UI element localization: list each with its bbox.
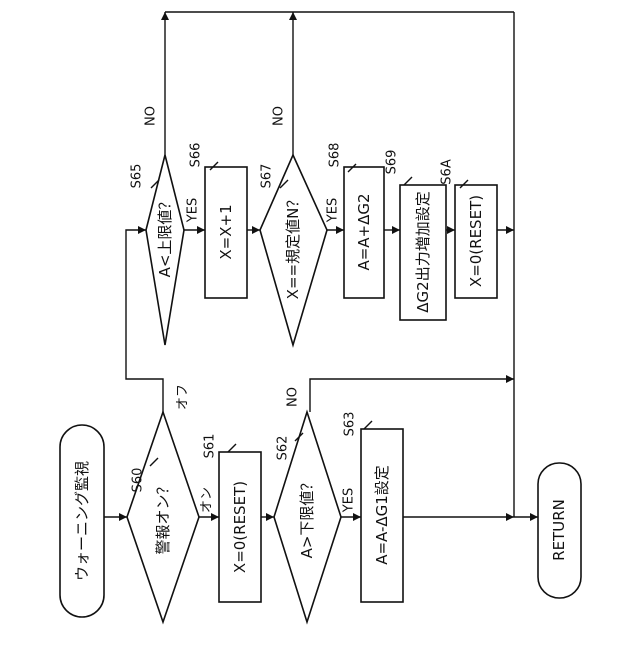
- leader: [364, 421, 372, 429]
- step-s69: S69: [385, 150, 400, 175]
- arrowhead: [506, 226, 514, 234]
- step-s65: S65: [130, 164, 145, 189]
- step-s60: S60: [131, 468, 146, 493]
- leader: [228, 444, 236, 452]
- arrowhead: [266, 513, 274, 521]
- g2-output-label: ΔG2出力増加設定: [414, 191, 432, 312]
- arrowhead: [289, 12, 297, 20]
- step-s62: S62: [276, 436, 291, 461]
- alarm-no-label: オフ: [176, 384, 191, 410]
- alarm-yes-label: オン: [200, 487, 215, 513]
- leader: [404, 177, 412, 185]
- spec-yes-label: YES: [326, 198, 341, 223]
- arrowhead: [392, 226, 400, 234]
- step-s63: S63: [343, 412, 358, 437]
- arrowhead: [506, 513, 514, 521]
- step-s68: S68: [328, 143, 343, 168]
- upper-yes-label: YES: [186, 198, 201, 223]
- arrowhead: [161, 12, 169, 20]
- arrowhead: [138, 226, 146, 234]
- upper-limit-label: A<上限値？: [156, 195, 174, 278]
- step-s6a: S6A: [440, 159, 455, 185]
- reset-last-label: X=0(RESET): [467, 195, 485, 287]
- return-label: RETURN: [550, 499, 568, 561]
- arrowhead: [530, 513, 538, 521]
- start-label: ウォーニング監視: [73, 461, 91, 581]
- arrowhead: [119, 513, 127, 521]
- step-s66: S66: [189, 143, 204, 168]
- increment-label: X=X+1: [217, 204, 235, 259]
- arrowhead: [211, 513, 219, 521]
- lower-yes-label: YES: [342, 488, 357, 513]
- arrowhead: [252, 226, 260, 234]
- arrowhead: [353, 513, 361, 521]
- arrowhead: [197, 226, 205, 234]
- upper-no-label: NO: [144, 106, 159, 126]
- spec-no-label: NO: [272, 106, 287, 126]
- arrowhead: [506, 375, 514, 383]
- spec-value-label: X==規定値N？: [284, 193, 302, 300]
- alarm-decision-label: 警報オン？: [154, 479, 172, 554]
- step-s61: S61: [203, 434, 218, 459]
- lower-no-label: NO: [286, 387, 301, 407]
- arrowhead: [336, 226, 344, 234]
- add-g2-label: A=A+ΔG2: [355, 193, 373, 270]
- step-s67: S67: [260, 164, 275, 189]
- lower-limit-label: A>下限値？: [298, 476, 316, 559]
- set-g1-label: A=A-ΔG1設定: [373, 465, 391, 565]
- arrowhead: [447, 226, 455, 234]
- reset-first-label: X=0(RESET): [231, 481, 249, 573]
- line-lower-no-to-bus: [310, 379, 514, 412]
